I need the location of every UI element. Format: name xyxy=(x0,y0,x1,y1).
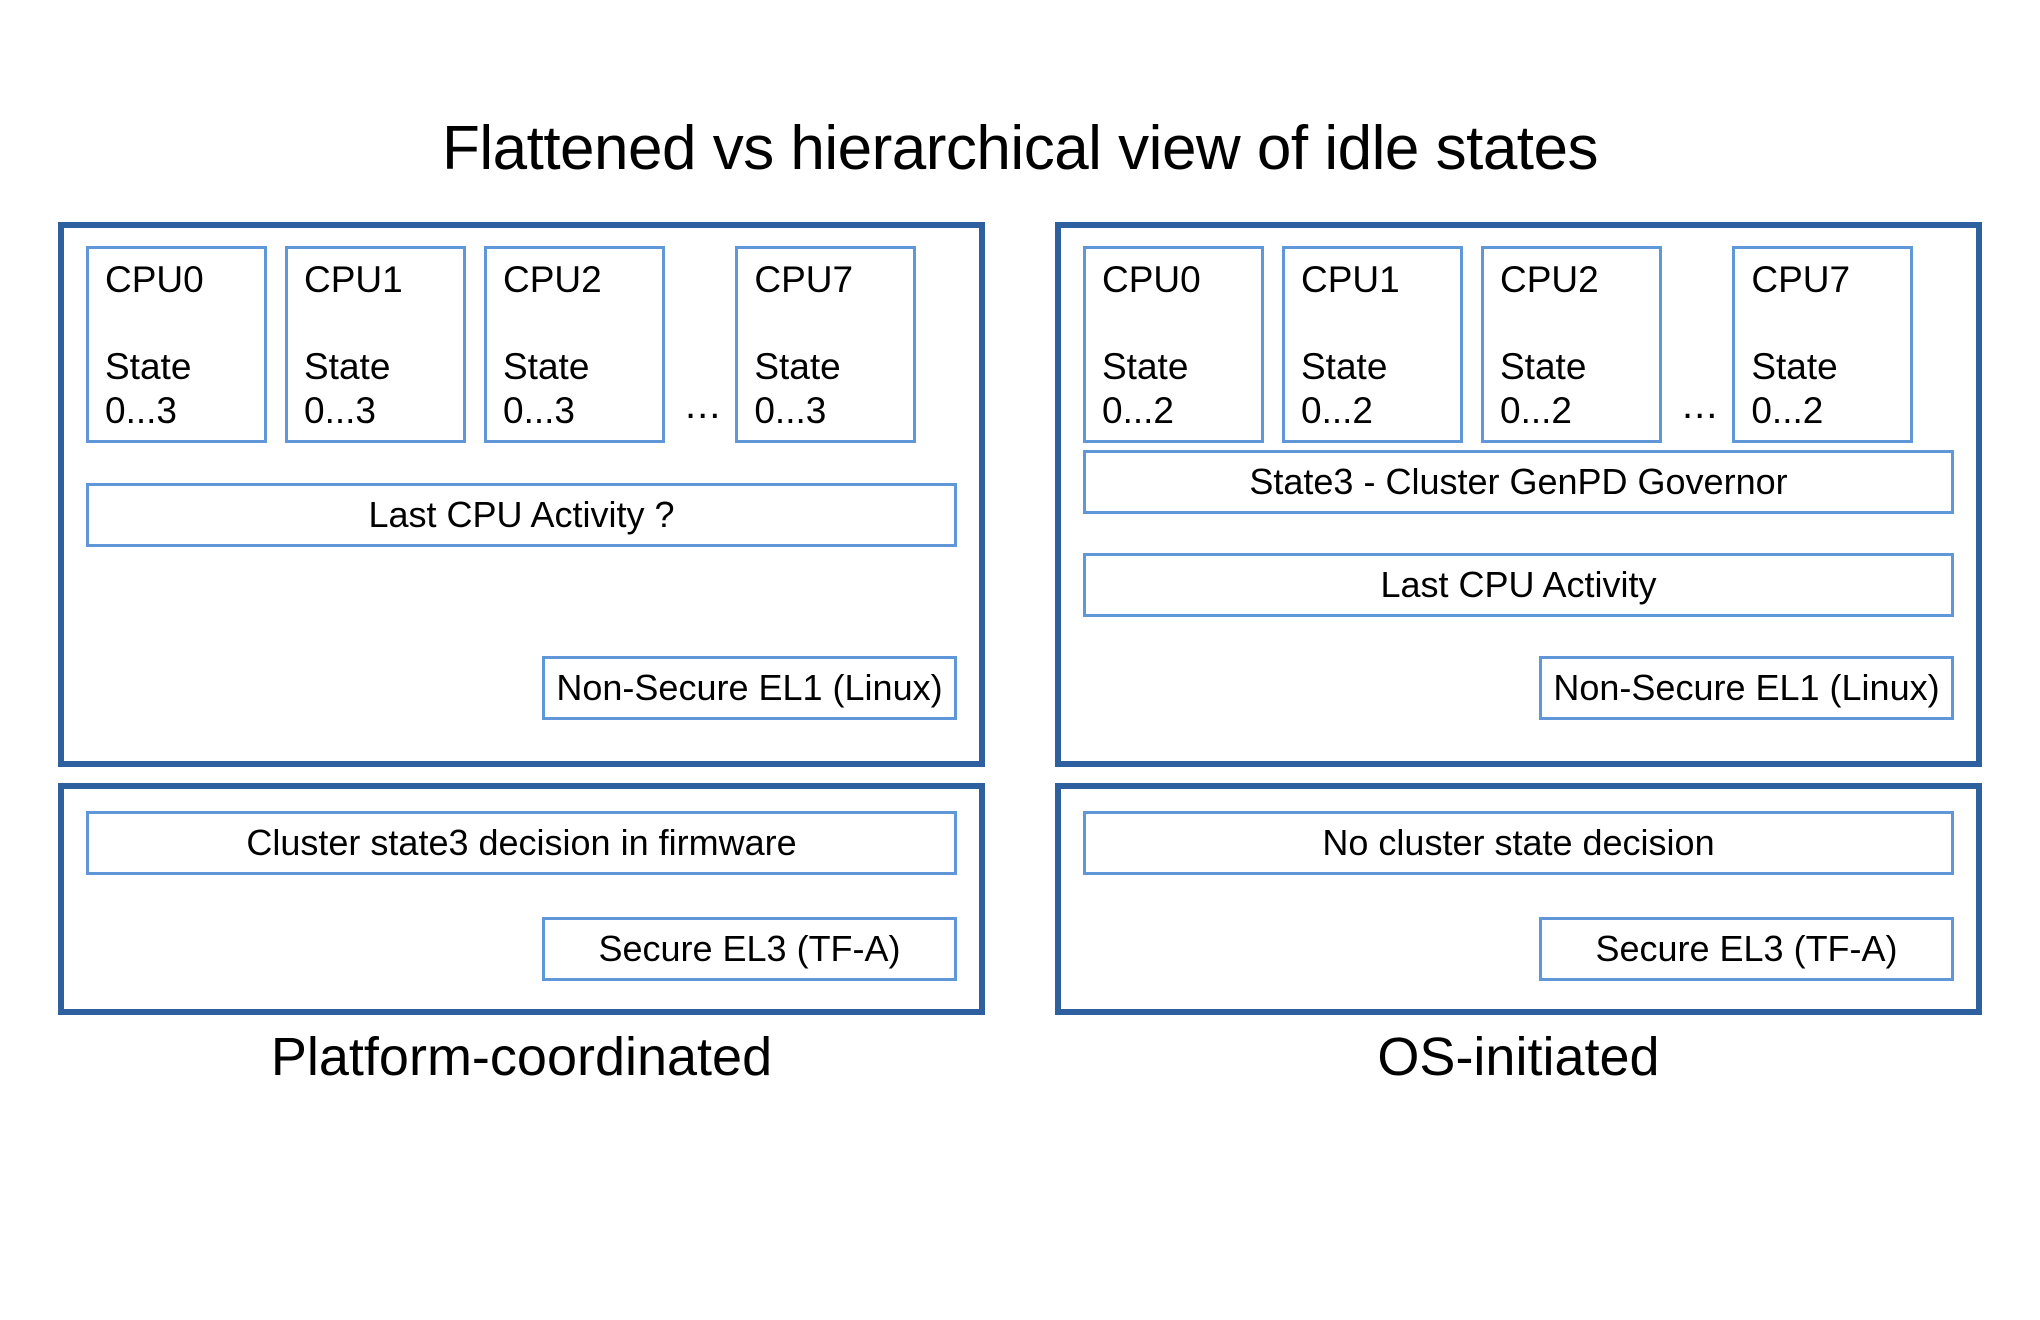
cpu-state-range: 0...2 xyxy=(1102,389,1174,431)
cpu-state-range: 0...3 xyxy=(105,389,177,431)
cpu-state-range: 0...3 xyxy=(754,389,827,431)
diagram-column-platform-coordinated: CPU0 State 0...3 CPU1 State 0...3 CPU2 S… xyxy=(58,222,985,1015)
cpu-box-cpu1: CPU1 State 0...3 xyxy=(285,246,466,443)
cpu-state-label: State xyxy=(1500,346,1587,387)
cpu-state-label: State xyxy=(1301,346,1388,387)
cpu-state: State 0...2 xyxy=(1301,345,1387,432)
cpu-state: State 0...3 xyxy=(754,345,840,432)
non-secure-el1-box: Non-Secure EL1 (Linux) xyxy=(542,656,957,720)
cpu-state-label: State xyxy=(105,346,192,387)
last-cpu-activity-box: Last CPU Activity xyxy=(1083,553,1954,617)
cpu-box-cpu2: CPU2 State 0...2 xyxy=(1481,246,1662,443)
non-secure-el1-box: Non-Secure EL1 (Linux) xyxy=(1539,656,1954,720)
cpu-row-left: CPU0 State 0...3 CPU1 State 0...3 CPU2 S… xyxy=(86,246,957,443)
non-secure-panel-right: CPU0 State 0...2 CPU1 State 0...2 CPU2 S… xyxy=(1055,222,1982,767)
cpu-box-cpu7: CPU7 State 0...3 xyxy=(735,246,917,443)
caption-platform-coordinated: Platform-coordinated xyxy=(270,1027,773,1087)
cpu-state-label: State xyxy=(754,346,841,387)
cpu-state-range: 0...2 xyxy=(1500,389,1572,431)
cpu-label: CPU7 xyxy=(1751,259,1851,300)
cpu-label: CPU0 xyxy=(105,259,204,300)
cpu-state: State 0...3 xyxy=(304,345,390,432)
cpu-box-cpu2: CPU2 State 0...3 xyxy=(484,246,665,443)
cpu-label: CPU1 xyxy=(1301,259,1400,300)
cpu-state-range: 0...3 xyxy=(304,389,376,431)
cpu-state-label: State xyxy=(304,346,391,387)
cpu-label: CPU0 xyxy=(1102,259,1201,300)
cpu-state: State 0...2 xyxy=(1102,345,1188,432)
cpu-state: State 0...2 xyxy=(1500,345,1586,432)
cpu-row-right: CPU0 State 0...2 CPU1 State 0...2 CPU2 S… xyxy=(1083,246,1954,443)
cpu-state-range: 0...3 xyxy=(503,389,575,431)
secure-el3-box: Secure EL3 (TF-A) xyxy=(1539,917,1954,981)
cluster-genpd-governor-box: State3 - Cluster GenPD Governor xyxy=(1083,450,1954,514)
caption-os-initiated: OS-initiated xyxy=(1377,1027,1660,1087)
page-title: Flattened vs hierarchical view of idle s… xyxy=(441,114,1599,183)
secure-el3-box: Secure EL3 (TF-A) xyxy=(542,917,957,981)
cpu-state: State 0...3 xyxy=(503,345,589,432)
cpu-ellipsis: ... xyxy=(685,383,722,427)
non-secure-panel-left: CPU0 State 0...3 CPU1 State 0...3 CPU2 S… xyxy=(58,222,985,767)
cpu-state: State 0...2 xyxy=(1751,345,1837,432)
cpu-state-label: State xyxy=(1751,346,1838,387)
cluster-state-decision-box: No cluster state decision xyxy=(1083,811,1954,875)
cpu-state-range: 0...2 xyxy=(1301,389,1373,431)
cpu-label: CPU7 xyxy=(754,259,854,300)
cpu-box-cpu0: CPU0 State 0...3 xyxy=(86,246,267,443)
cpu-label: CPU2 xyxy=(1500,259,1599,300)
cpu-state: State 0...3 xyxy=(105,345,191,432)
cpu-label: CPU2 xyxy=(503,259,602,300)
secure-firmware-panel-right: No cluster state decision Secure EL3 (TF… xyxy=(1055,783,1982,1015)
cpu-label: CPU1 xyxy=(304,259,403,300)
cpu-state-range: 0...2 xyxy=(1751,389,1824,431)
cpu-ellipsis: ... xyxy=(1682,383,1719,427)
diagram-column-os-initiated: CPU0 State 0...2 CPU1 State 0...2 CPU2 S… xyxy=(1055,222,1982,1015)
cpu-state-label: State xyxy=(503,346,590,387)
cpu-box-cpu1: CPU1 State 0...2 xyxy=(1282,246,1463,443)
cpu-box-cpu7: CPU7 State 0...2 xyxy=(1732,246,1914,443)
cluster-state-decision-box: Cluster state3 decision in firmware xyxy=(86,811,957,875)
secure-firmware-panel-left: Cluster state3 decision in firmware Secu… xyxy=(58,783,985,1015)
cpu-state-label: State xyxy=(1102,346,1189,387)
cpu-box-cpu0: CPU0 State 0...2 xyxy=(1083,246,1264,443)
last-cpu-activity-box: Last CPU Activity ? xyxy=(86,483,957,547)
